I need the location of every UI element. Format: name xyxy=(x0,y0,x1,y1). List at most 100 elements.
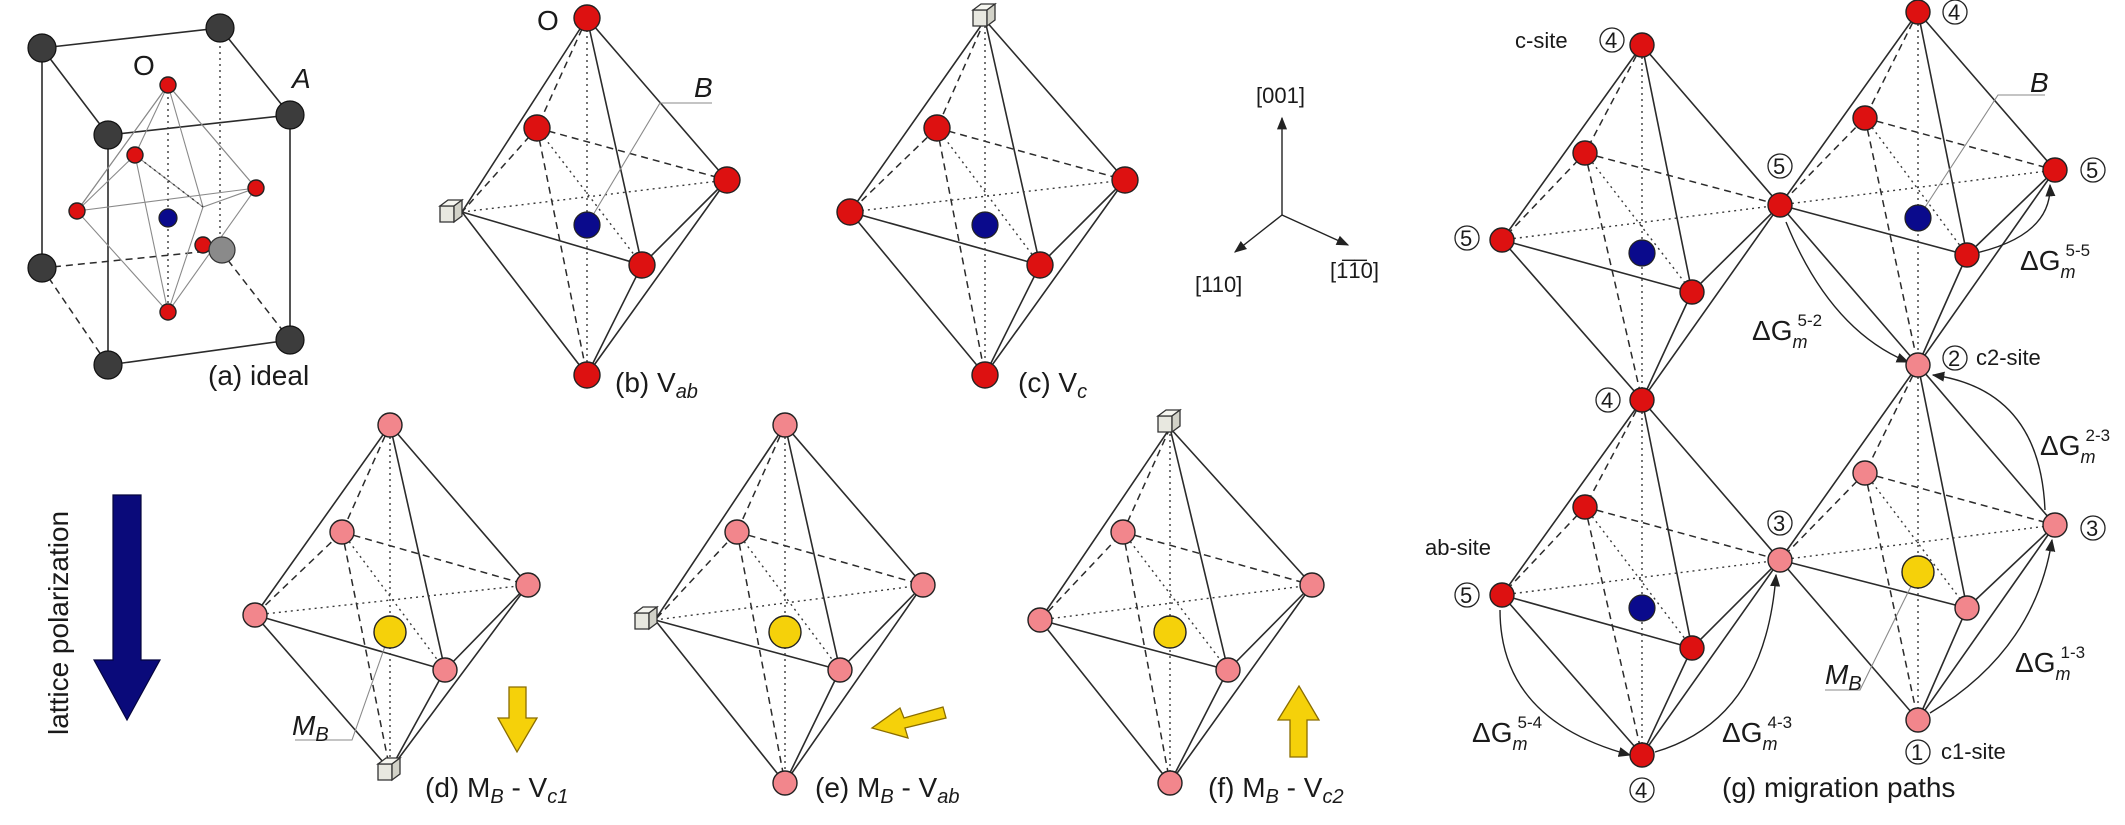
oxygen-atom xyxy=(1026,251,1054,279)
svg-text:5: 5 xyxy=(1460,226,1472,251)
site-badge-3: 3 xyxy=(1767,510,1793,536)
polarization-arrow-icon xyxy=(92,494,162,722)
a-cation-back xyxy=(208,236,236,264)
caption-f: (f) MB - Vc2 xyxy=(1208,772,1344,808)
oxygen-atom xyxy=(628,251,656,279)
dopant-mb xyxy=(768,615,802,649)
label-b: B xyxy=(694,72,713,103)
oxygen-atom xyxy=(1111,166,1139,194)
b-cation xyxy=(1628,594,1656,622)
label-a: A xyxy=(290,63,311,94)
site-badge-4: 4 xyxy=(1942,0,1968,25)
a-cation xyxy=(275,325,305,355)
a-cation xyxy=(275,100,305,130)
site-badge-2: 2 xyxy=(1942,345,1968,371)
a-cation xyxy=(93,120,123,150)
site-badge-3: 3 xyxy=(2080,515,2106,541)
a-cation xyxy=(205,13,235,43)
label-ab-site: ab-site xyxy=(1425,535,1491,560)
energy-5-4: ΔGm5-4 xyxy=(1472,713,1542,754)
oxygen-atom xyxy=(1489,227,1515,253)
shift-arrow-up-icon xyxy=(1276,684,1321,758)
b-cation xyxy=(1904,204,1932,232)
label-o: O xyxy=(537,5,559,36)
energy-4-3: ΔGm4-3 xyxy=(1722,713,1792,754)
caption-e: (e) MB - Vab xyxy=(815,772,959,808)
crystal-axes: [001] [110] [1̅1̅0] xyxy=(1195,83,1379,297)
oxygen-atom xyxy=(1215,657,1241,683)
oxygen-atom xyxy=(247,179,265,197)
b-cation xyxy=(158,208,178,228)
site-badge-5: 5 xyxy=(2080,157,2106,183)
oxygen-atom xyxy=(1572,140,1598,166)
label-c1-site: c1-site xyxy=(1941,739,2006,764)
oxygen-atom xyxy=(923,114,951,142)
a-cation xyxy=(27,253,57,283)
vacancy-cube xyxy=(1157,409,1181,433)
oxygen-atom xyxy=(1905,707,1931,733)
oxygen-atom xyxy=(1572,494,1598,520)
panel-e: (e) MB - Vab xyxy=(634,412,959,808)
oxygen-atom xyxy=(836,198,864,226)
axis-001: [001] xyxy=(1256,83,1305,108)
oxygen-atom xyxy=(1629,387,1655,413)
dopant-mb xyxy=(373,615,407,649)
shift-arrow-down-icon xyxy=(496,686,539,754)
site-badge-4: 4 xyxy=(1629,777,1655,803)
oxygen-atom xyxy=(515,572,541,598)
site-badge-5: 5 xyxy=(1454,582,1480,608)
oxygen-atom xyxy=(772,770,798,796)
energy-5-2: ΔGm5-2 xyxy=(1752,311,1822,352)
svg-text:5: 5 xyxy=(2086,158,2098,183)
oxygen-atom xyxy=(1852,460,1878,486)
site-badge-4: 4 xyxy=(1599,27,1625,53)
oxygen-atom xyxy=(772,412,798,438)
oxygen-atom xyxy=(1767,547,1793,573)
oxygen-atom xyxy=(1489,582,1515,608)
oxygen-atom xyxy=(1905,0,1931,25)
b-cation xyxy=(1628,239,1656,267)
oxygen-atom xyxy=(724,519,750,545)
oxygen-atom xyxy=(1767,192,1793,218)
oxygen-atom xyxy=(1157,770,1183,796)
oxygen-atom xyxy=(573,361,601,389)
oxygen-atom xyxy=(971,361,999,389)
vacancy-cube xyxy=(972,3,996,27)
caption-g: (g) migration paths xyxy=(1722,772,1955,803)
oxygen-atom xyxy=(68,202,86,220)
svg-text:4: 4 xyxy=(1601,388,1613,413)
caption-b: (b) Vab xyxy=(615,367,698,403)
oxygen-atom xyxy=(1299,572,1325,598)
oxygen-atom xyxy=(432,657,458,683)
svg-text:4: 4 xyxy=(1948,0,1960,25)
oxygen-atom xyxy=(1954,595,1980,621)
oxygen-atom xyxy=(573,4,601,32)
oxygen-atom xyxy=(827,657,853,683)
oxygen-atom xyxy=(1629,32,1655,58)
label-lattice-polarization: lattice polarization xyxy=(43,511,74,735)
svg-text:1: 1 xyxy=(1911,740,1923,765)
label-o: O xyxy=(133,50,155,81)
oxygen-atom xyxy=(1954,242,1980,268)
a-cation xyxy=(27,33,57,63)
oxygen-atom xyxy=(126,146,144,164)
svg-text:4: 4 xyxy=(1635,778,1647,803)
oxygen-atom xyxy=(1629,742,1655,768)
oxygen-atom xyxy=(523,114,551,142)
energy-5-5: ΔGm5-5 xyxy=(2020,241,2090,282)
oxygen-atom xyxy=(1905,352,1931,378)
lattice-polarization: lattice polarization xyxy=(43,494,162,735)
shift-arrow-left-icon xyxy=(870,706,947,739)
svg-text:2: 2 xyxy=(1948,346,1960,371)
vacancy-cube xyxy=(634,606,658,630)
oxygen-atom xyxy=(2042,512,2068,538)
energy-1-3: ΔGm1-3 xyxy=(2015,643,2085,684)
oxygen-atom xyxy=(1679,635,1705,661)
oxygen-atom xyxy=(1027,607,1053,633)
panel-b-vab: O B (b) Vab xyxy=(439,4,741,403)
oxygen-atom xyxy=(2042,157,2068,183)
b-cation xyxy=(971,211,999,239)
svg-text:5: 5 xyxy=(1773,154,1785,179)
label-c-site: c-site xyxy=(1515,28,1568,53)
